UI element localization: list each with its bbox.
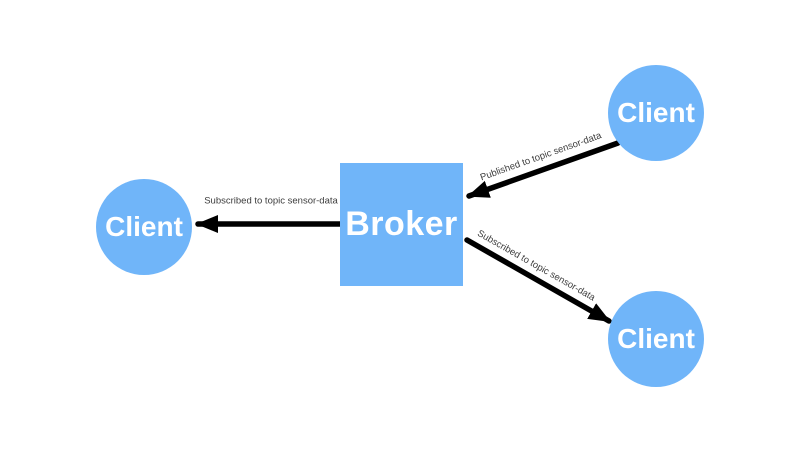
client-node-bottom-right-label: Client [617,323,695,354]
edge-label-subscribed-bottom: Subscribed to topic sensor-data [475,228,597,304]
client-node-top-right-label: Client [617,97,695,128]
client-node-left: Client [96,179,192,275]
broker-node: Broker [340,163,463,286]
client-node-left-label: Client [105,211,183,242]
arrow-broker-to-bottom-client [464,237,612,324]
edge-label-published-top: Published to topic sensor-data [478,130,603,184]
broker-node-label: Broker [345,205,458,243]
client-node-bottom-right: Client [608,291,704,387]
client-node-top-right: Client [608,65,704,161]
edge-label-subscribed-left: Subscribed to topic sensor-data [204,195,338,207]
